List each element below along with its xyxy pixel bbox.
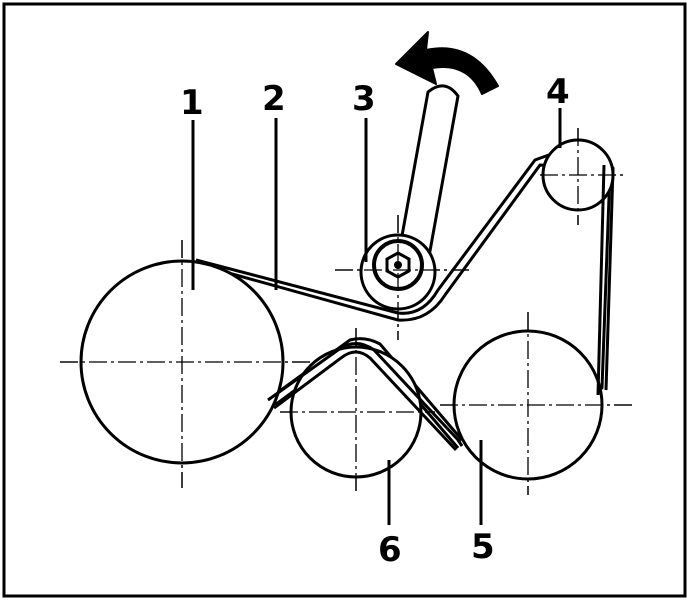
drive-belt-lower: [267, 164, 606, 452]
label-5: 5: [471, 527, 495, 567]
label-2: 2: [262, 79, 286, 119]
label-1: 1: [180, 83, 204, 123]
label-3: 3: [352, 79, 376, 119]
label-6: 6: [378, 530, 402, 570]
curved-arrow-counterclockwise-icon: [395, 31, 499, 95]
label-4: 4: [546, 72, 570, 112]
leader-lines: [191, 108, 562, 525]
tensioner-wrench: [396, 84, 460, 264]
